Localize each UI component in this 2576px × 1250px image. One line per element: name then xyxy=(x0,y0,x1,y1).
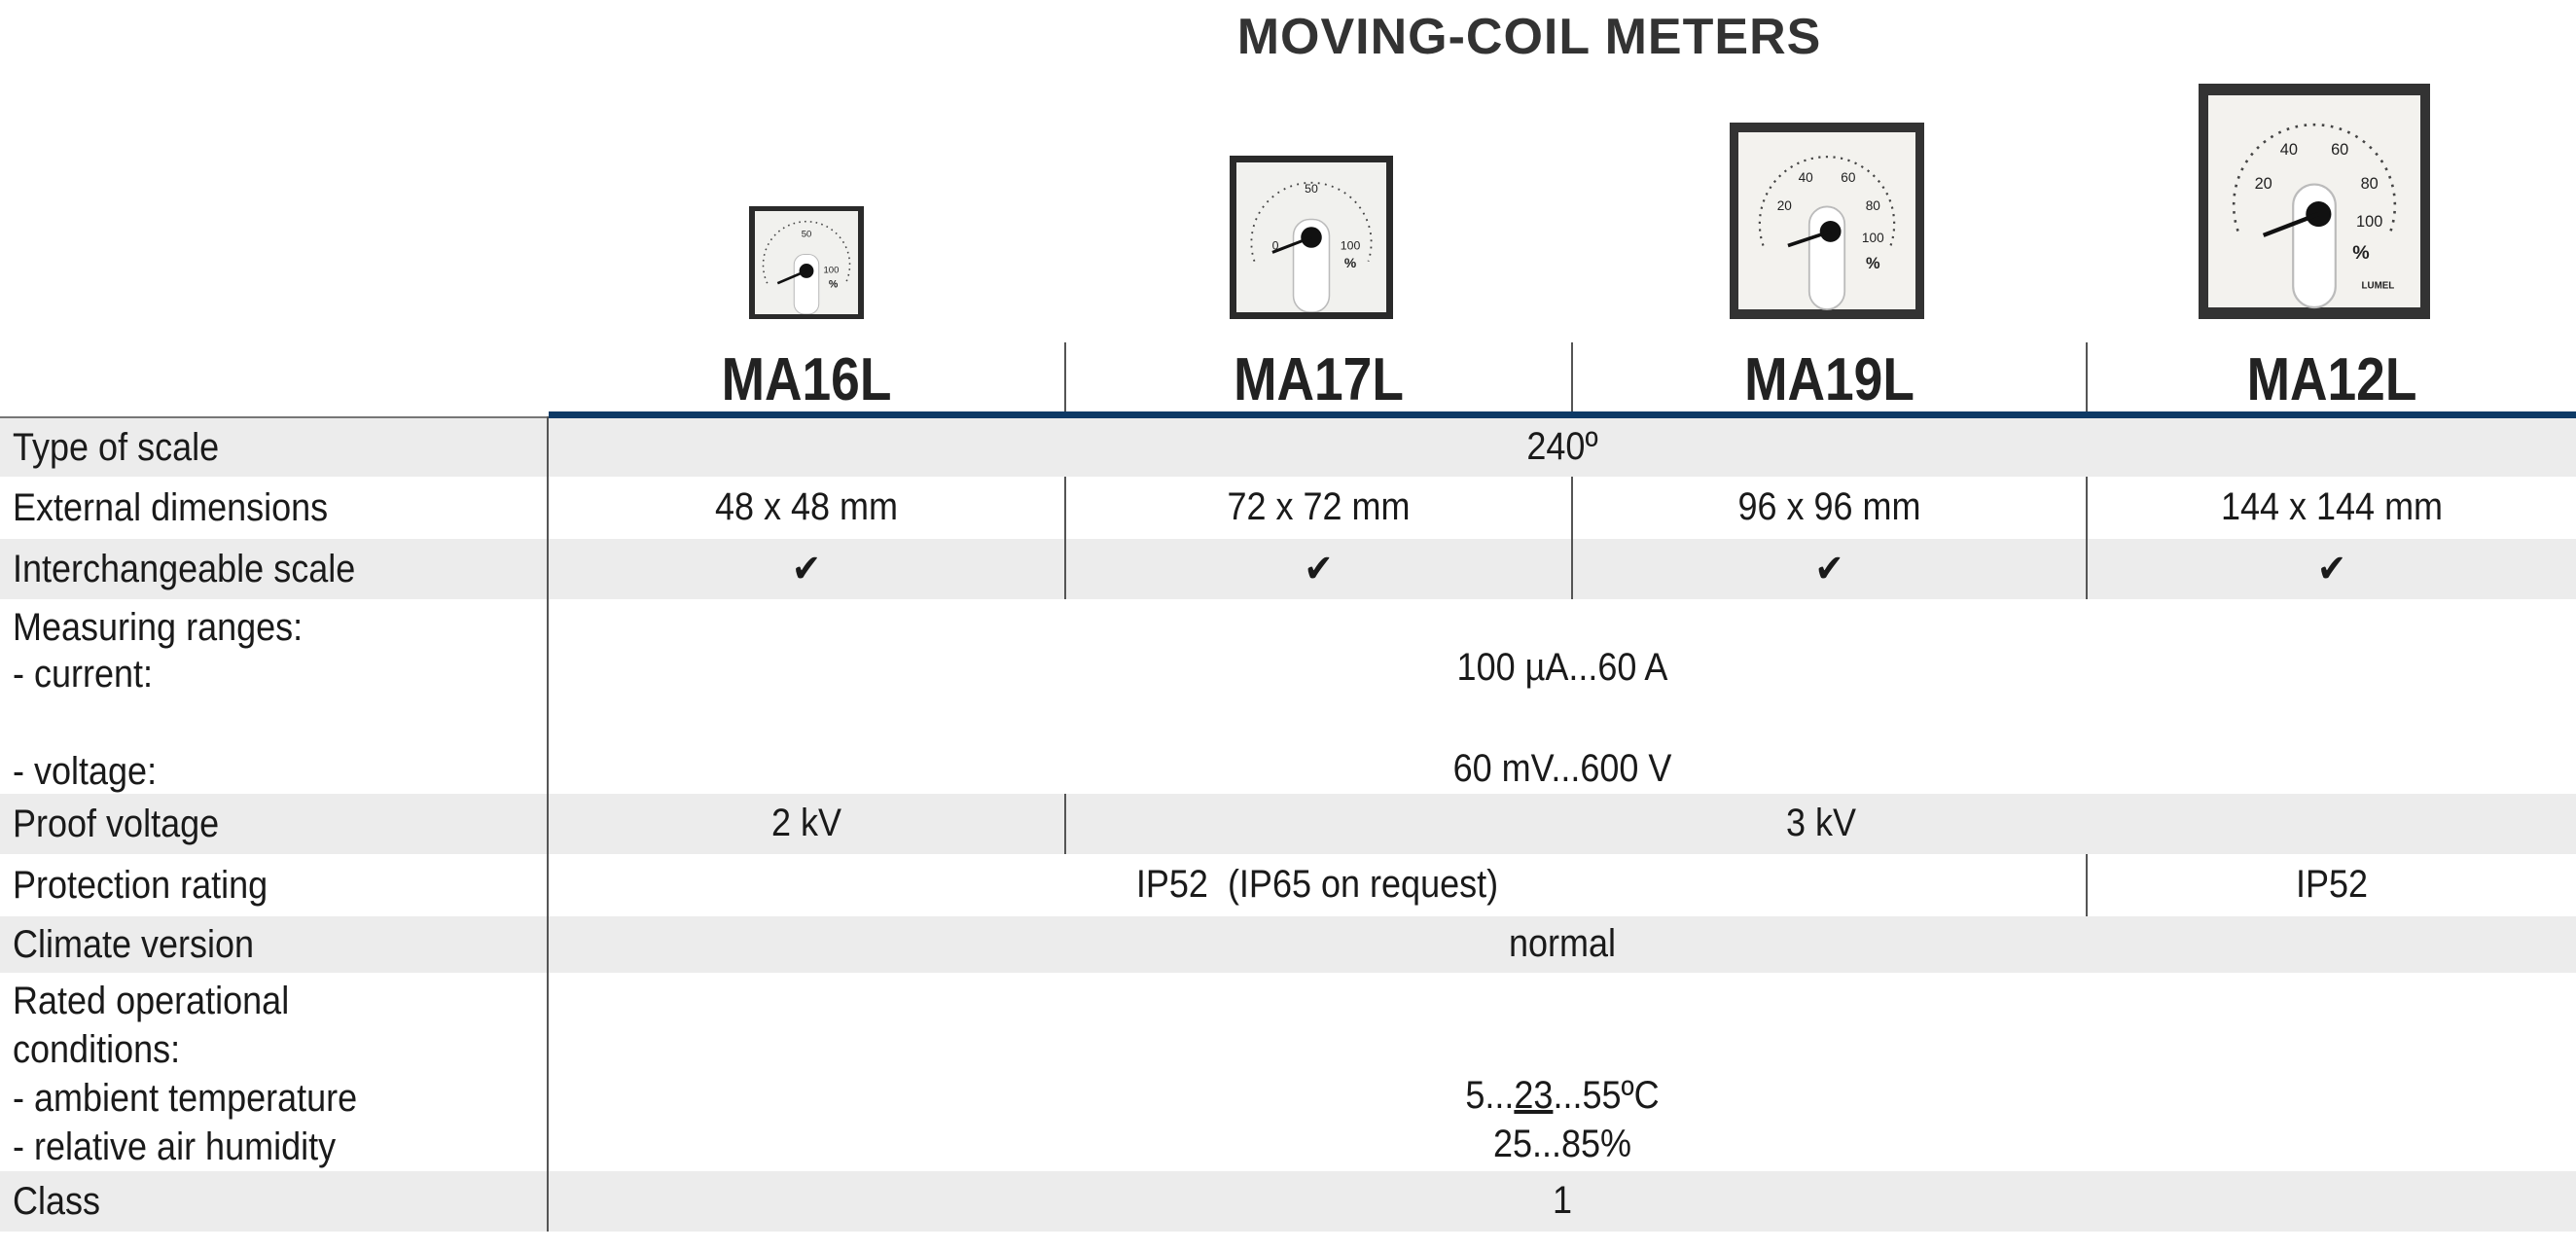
value-protection-rating-ma12l: IP52 xyxy=(2295,863,2369,906)
cell-divider xyxy=(1571,477,1573,599)
page-title: MOVING-COIL METERS xyxy=(1236,9,1822,65)
row-proof-voltage xyxy=(0,794,2576,854)
value-climate-version: normal xyxy=(1508,922,1617,965)
meter-scale-mid: 100 xyxy=(823,266,839,276)
value-ambient-temperature: 5...23...55ºC xyxy=(1465,1074,1660,1117)
cell-divider xyxy=(2086,477,2088,599)
meter-ma17l-image: 50 0 100 % xyxy=(1230,156,1393,319)
check-icon: ✔ xyxy=(2316,548,2347,590)
row-type-of-scale xyxy=(0,418,2576,477)
svg-text:40: 40 xyxy=(2280,141,2298,159)
model-name-ma19l: MA19L xyxy=(1744,346,1914,413)
meter-unit: % xyxy=(1866,255,1880,272)
header-divider xyxy=(1571,342,1573,412)
panel-meter-icon: 20 40 60 80 100 % xyxy=(1738,132,1915,310)
row-interchangeable-scale xyxy=(0,539,2576,599)
meter-unit: % xyxy=(1344,255,1356,270)
meter-scale-top: 50 xyxy=(802,230,812,240)
row-climate-version xyxy=(0,916,2576,973)
meter-brand: LUMEL xyxy=(2362,280,2395,291)
svg-text:20: 20 xyxy=(2255,175,2272,193)
panel-meter-icon: 50 100 % xyxy=(755,211,858,314)
cell-divider xyxy=(1064,477,1066,599)
model-name-ma12l: MA12L xyxy=(2246,346,2417,413)
check-icon: ✔ xyxy=(1814,548,1844,590)
label-ambient-temperature: - ambient temperature xyxy=(13,1077,358,1120)
check-icon: ✔ xyxy=(1304,548,1334,590)
label-conditions: conditions: xyxy=(13,1028,181,1071)
value-class: 1 xyxy=(1552,1179,1573,1222)
label-column-divider xyxy=(547,416,549,1232)
svg-text:80: 80 xyxy=(1866,198,1881,213)
value-current-range: 100 µA...60 A xyxy=(1456,646,1668,689)
meter-ma16l-image: 50 100 % xyxy=(749,206,864,319)
label-proof-voltage: Proof voltage xyxy=(13,803,220,845)
model-name-ma16l: MA16L xyxy=(721,346,892,413)
label-interchangeable-scale: Interchangeable scale xyxy=(13,548,356,590)
meter-scale-top: 50 xyxy=(1305,182,1318,196)
check-icon: ✔ xyxy=(791,548,822,590)
label-rated-operational: Rated operational xyxy=(13,980,290,1022)
label-measuring-ranges: Measuring ranges: xyxy=(13,606,304,649)
value-dimensions-ma19l: 96 x 96 mm xyxy=(1737,485,1921,528)
label-external-dimensions: External dimensions xyxy=(13,486,329,529)
label-voltage: - voltage: xyxy=(13,750,158,793)
svg-text:40: 40 xyxy=(1799,170,1814,185)
value-dimensions-ma12l: 144 x 144 mm xyxy=(2220,485,2444,528)
label-type-of-scale: Type of scale xyxy=(13,426,220,469)
svg-text:60: 60 xyxy=(1841,170,1856,185)
meter-scale-left: 0 xyxy=(1272,238,1279,252)
svg-text:100: 100 xyxy=(1862,231,1884,245)
value-voltage-range: 60 mV...600 V xyxy=(1452,747,1672,790)
meter-ma12l-image: 20 40 60 80 100 % LUMEL xyxy=(2199,84,2430,319)
value-proof-voltage-others: 3 kV xyxy=(1785,802,1857,844)
meter-unit: % xyxy=(2352,242,2369,264)
header-divider xyxy=(1064,342,1066,412)
meter-unit: % xyxy=(829,278,839,290)
value-type-of-scale: 240º xyxy=(1526,425,1598,468)
svg-text:60: 60 xyxy=(2331,141,2348,159)
row-class xyxy=(0,1171,2576,1232)
label-current: - current: xyxy=(13,653,154,696)
value-dimensions-ma17l: 72 x 72 mm xyxy=(1227,485,1411,528)
svg-text:20: 20 xyxy=(1777,198,1793,213)
label-class: Class xyxy=(13,1180,101,1223)
value-protection-rating: IP52 (IP65 on request) xyxy=(1135,863,1499,906)
svg-text:80: 80 xyxy=(2361,175,2379,193)
value-proof-voltage-ma16l: 2 kV xyxy=(770,802,842,844)
model-name-ma17l: MA17L xyxy=(1234,346,1404,413)
meter-ma19l-image: 20 40 60 80 100 % xyxy=(1730,123,1924,319)
label-relative-air-humidity: - relative air humidity xyxy=(13,1125,337,1168)
panel-meter-icon: 50 0 100 % xyxy=(1236,162,1386,312)
label-climate-version: Climate version xyxy=(13,923,255,966)
cell-divider xyxy=(1064,794,1066,854)
header-accent-bar xyxy=(549,411,2576,421)
header-divider xyxy=(2086,342,2088,412)
value-relative-air-humidity: 25...85% xyxy=(1492,1123,1632,1165)
cell-divider xyxy=(2086,854,2088,916)
panel-meter-icon: 20 40 60 80 100 % LUMEL xyxy=(2208,95,2420,309)
label-column-top-rule xyxy=(0,416,549,418)
svg-text:100: 100 xyxy=(2356,213,2382,231)
value-dimensions-ma16l: 48 x 48 mm xyxy=(714,485,899,528)
label-protection-rating: Protection rating xyxy=(13,864,268,907)
meter-scale-mid: 100 xyxy=(1341,238,1361,252)
